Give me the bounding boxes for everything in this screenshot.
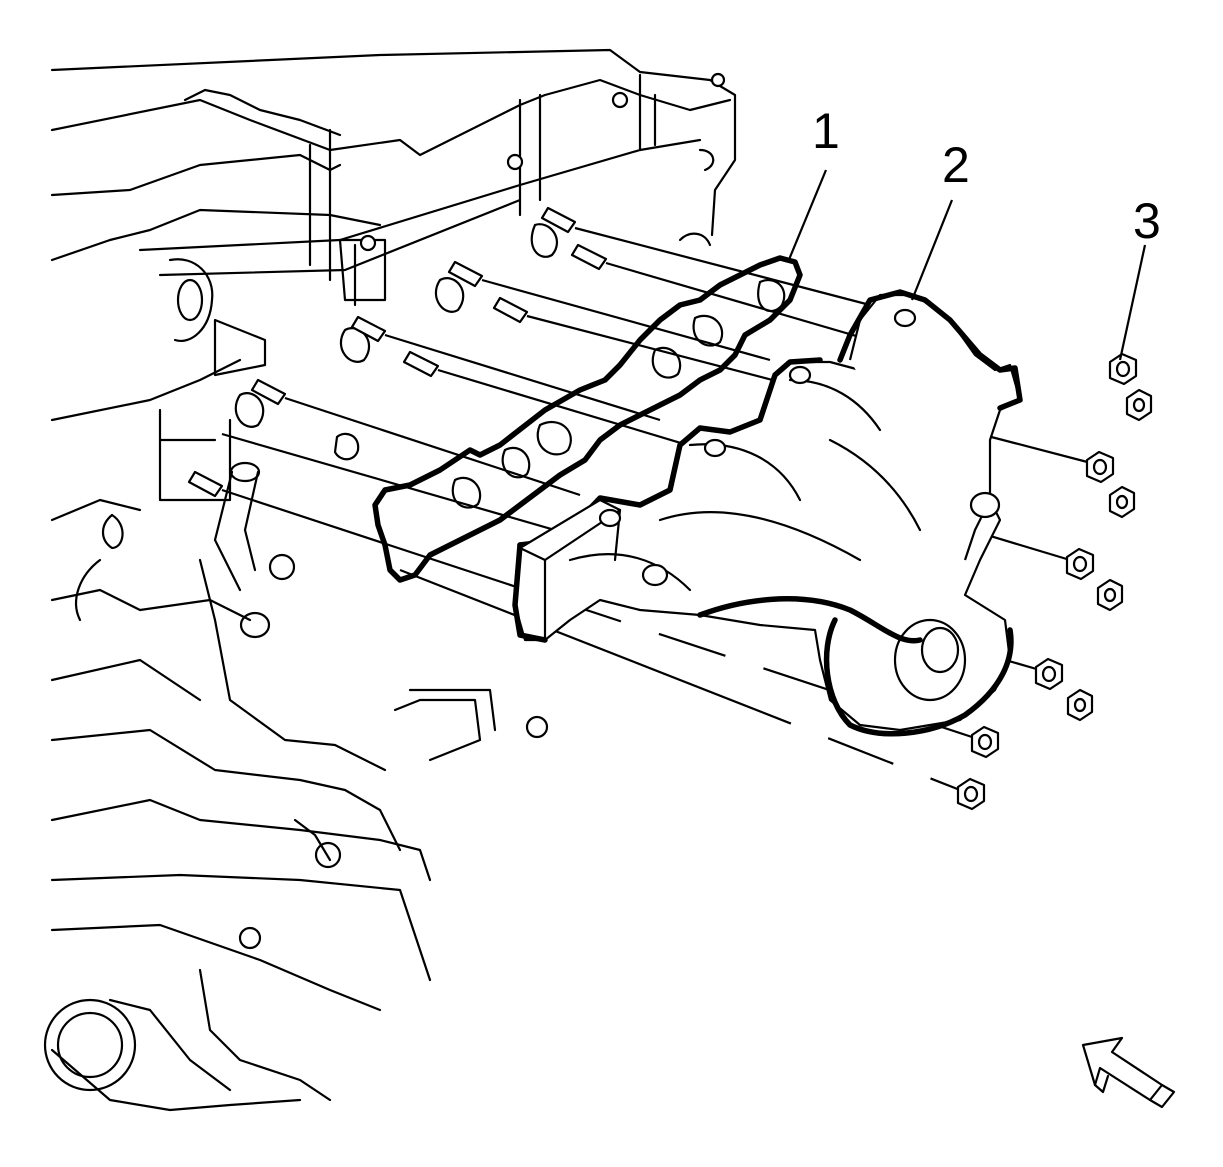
callout-2-label: 2 bbox=[942, 137, 970, 193]
nut bbox=[1065, 547, 1095, 581]
nut bbox=[1085, 450, 1115, 484]
stud bbox=[250, 378, 287, 406]
stud bbox=[350, 315, 387, 343]
exhaust-manifold bbox=[512, 289, 1023, 737]
exhaust-manifold-gasket bbox=[372, 255, 803, 583]
stud bbox=[540, 206, 577, 234]
callout-1: 1 bbox=[786, 103, 840, 263]
callout-3-label: 3 bbox=[1133, 193, 1161, 249]
stud bbox=[492, 296, 529, 324]
nut bbox=[1096, 578, 1124, 612]
nut bbox=[956, 777, 986, 811]
nut bbox=[1034, 657, 1064, 691]
manifold-nuts bbox=[956, 352, 1153, 811]
manifold-studs bbox=[187, 206, 608, 498]
callout-1-label: 1 bbox=[812, 103, 840, 159]
stud bbox=[402, 350, 440, 378]
stud bbox=[187, 470, 224, 498]
callout-2: 2 bbox=[910, 137, 970, 301]
callout-3: 3 bbox=[1118, 193, 1161, 361]
view-direction-arrow-icon bbox=[1081, 1036, 1176, 1109]
stud bbox=[333, 432, 360, 461]
nut bbox=[1066, 688, 1094, 722]
nut bbox=[1125, 388, 1153, 422]
nut bbox=[970, 725, 1000, 759]
stud bbox=[447, 260, 484, 288]
nut bbox=[1108, 352, 1138, 386]
stud bbox=[570, 243, 608, 271]
nut bbox=[1108, 485, 1136, 519]
engine-block bbox=[43, 48, 737, 1112]
